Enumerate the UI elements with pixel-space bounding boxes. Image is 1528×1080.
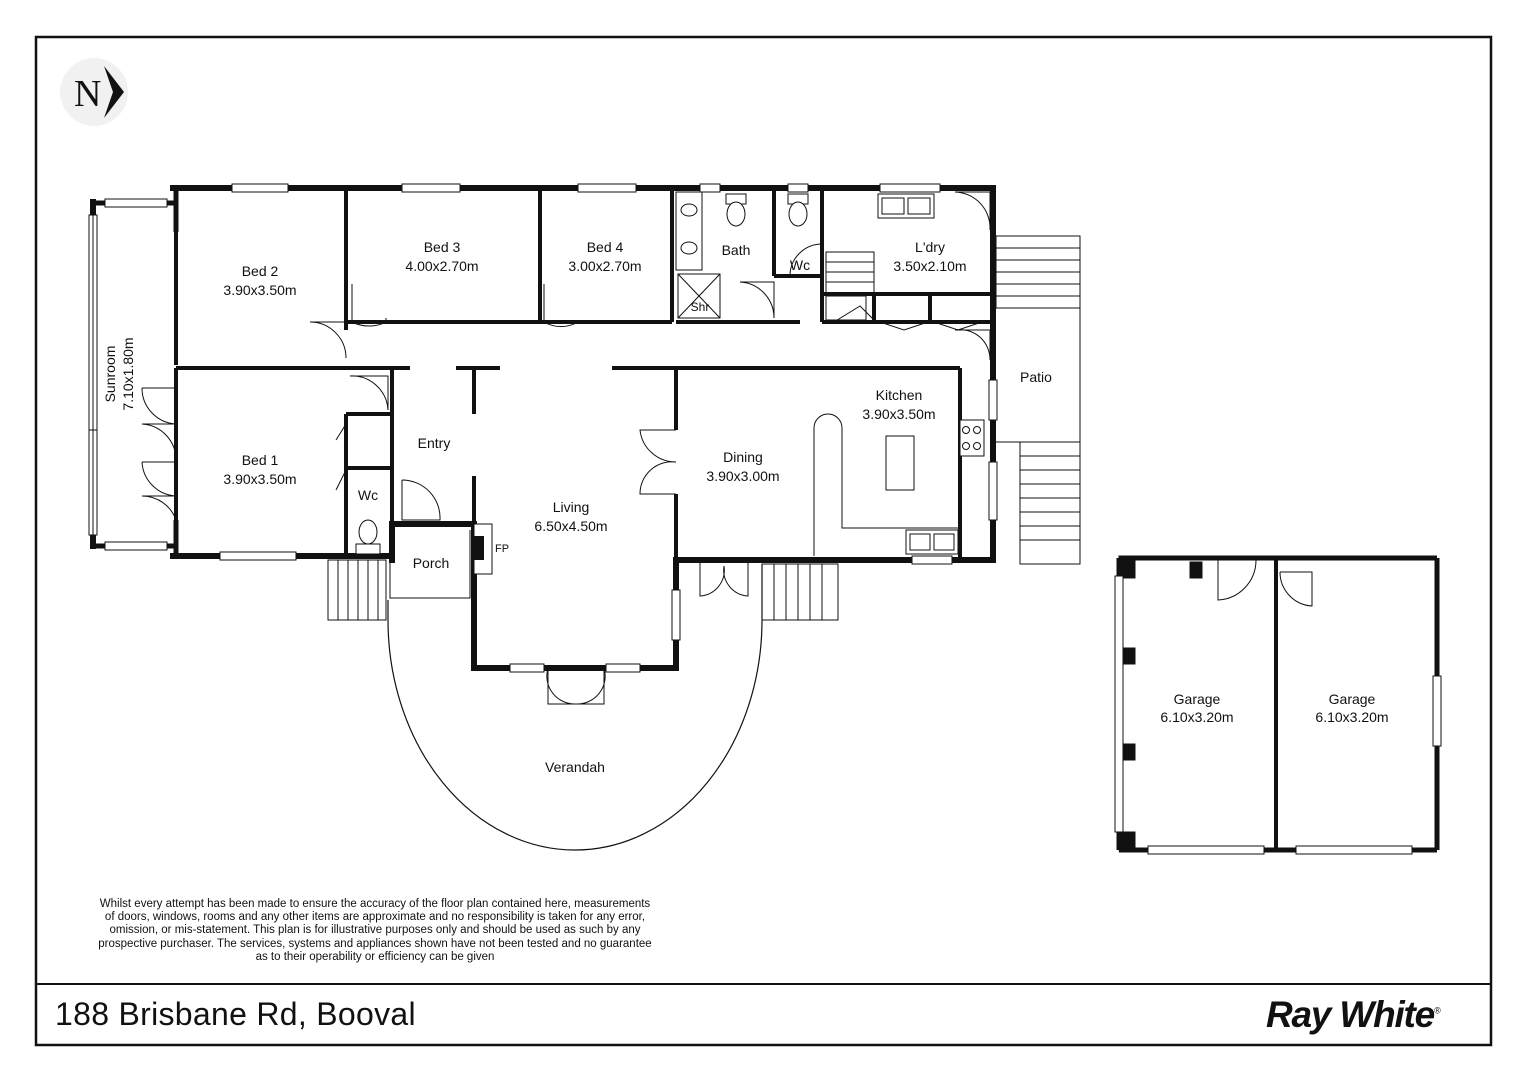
- sunroom-windows: [88, 198, 168, 551]
- fireplace: [473, 523, 493, 575]
- house-windows: [219, 183, 998, 673]
- internal-stairs: [825, 251, 875, 321]
- room-name-porch: Porch: [413, 555, 450, 571]
- room-name-living: Living: [553, 499, 590, 515]
- property-address: 188 Brisbane Rd, Booval: [55, 996, 416, 1032]
- bath-fixtures: [355, 191, 809, 555]
- room-name-bath: Bath: [722, 242, 751, 258]
- disclaimer-line: as to their operability or efficiency ca…: [255, 950, 495, 963]
- room-dims-bed1: 3.90x3.50m: [223, 471, 296, 487]
- room-name-ldry: L'dry: [915, 239, 945, 255]
- room-name-wc-lower: Wc: [358, 487, 378, 503]
- garage-walls: [1116, 555, 1440, 853]
- room-dims-bed3: 4.00x2.70m: [405, 258, 478, 274]
- compass-letter: N: [74, 73, 101, 115]
- room-dims-garage-right: 6.10x3.20m: [1315, 709, 1388, 725]
- room-name-shr: Shr: [691, 300, 710, 314]
- room-name-bed3: Bed 3: [424, 239, 461, 255]
- disclaimer-line: of doors, windows, rooms and any other i…: [104, 911, 646, 924]
- room-dims-bed2: 3.90x3.50m: [223, 282, 296, 298]
- room-dims-ldry: 3.50x2.10m: [893, 258, 966, 274]
- house-doors: [309, 191, 991, 705]
- room-name-entry: Entry: [418, 435, 451, 451]
- room-name-sunroom: Sunroom: [102, 346, 118, 403]
- room-dims-bed4: 3.00x2.70m: [568, 258, 641, 274]
- patio: [995, 235, 1081, 565]
- room-dims-kitchen: 3.90x3.50m: [862, 406, 935, 422]
- laundry-fixtures: [877, 193, 935, 219]
- north-arrow-icon: N: [60, 58, 128, 126]
- room-dims-dining: 3.90x3.00m: [706, 468, 779, 484]
- room-name-bed4: Bed 4: [587, 239, 624, 255]
- sheet-border: [34, 35, 1493, 1047]
- disclaimer: Whilst every attempt has been made to en…: [50, 898, 700, 964]
- verandah-outline: [387, 564, 763, 851]
- garage-details: [1114, 555, 1442, 855]
- kitchen-fixtures: [813, 413, 985, 556]
- sunroom-doors: [141, 387, 177, 521]
- room-name-bed2: Bed 2: [242, 263, 279, 279]
- room-dims-living: 6.50x4.50m: [534, 518, 607, 534]
- disclaimer-line: Whilst every attempt has been made to en…: [99, 898, 651, 910]
- room-name-garage-left: Garage: [1174, 691, 1221, 707]
- room-name-garage-right: Garage: [1329, 691, 1376, 707]
- room-name-kitchen: Kitchen: [876, 387, 923, 403]
- disclaimer-line: omission, or mis-statement. This plan is…: [109, 924, 641, 937]
- brand-mark: ®: [1434, 1005, 1441, 1016]
- room-dims-sunroom: 7.10x1.80m: [120, 337, 136, 410]
- disclaimer-line: prospective purchaser. The services, sys…: [98, 937, 652, 950]
- room-labels: Bed 2 3.90x3.50m Bed 3 4.00x2.70m Bed 4 …: [102, 239, 1389, 775]
- room-name-bed1: Bed 1: [242, 452, 279, 468]
- room-name-wc-upper: Wc: [790, 257, 810, 273]
- room-name-fp: FP: [495, 543, 509, 555]
- room-name-dining: Dining: [723, 449, 763, 465]
- room-name-verandah: Verandah: [545, 759, 605, 775]
- room-name-patio: Patio: [1020, 369, 1052, 385]
- brand-logo: Ray White®: [1266, 994, 1441, 1036]
- porch-and-steps: [327, 530, 839, 621]
- brand-name: Ray White: [1266, 994, 1435, 1035]
- room-dims-garage-left: 6.10x3.20m: [1160, 709, 1233, 725]
